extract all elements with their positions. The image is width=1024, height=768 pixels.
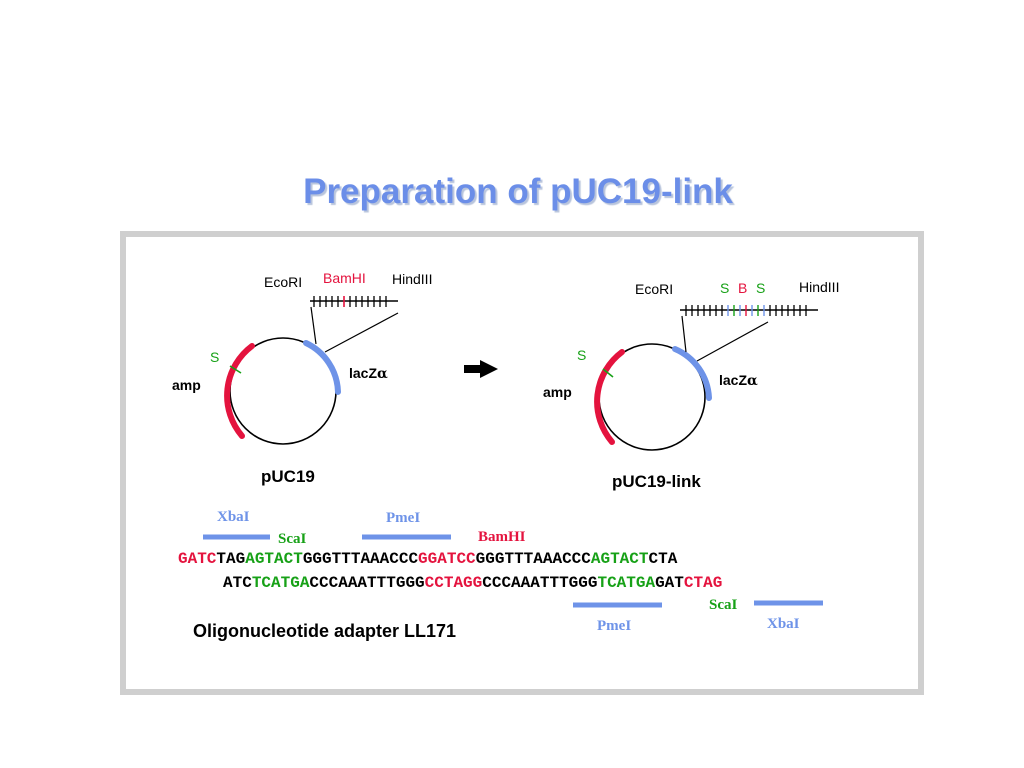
bottom-pmei-label: PmeI xyxy=(597,618,631,634)
transition-arrow xyxy=(464,360,498,378)
adapter-top-strand: GATCTAGAGTACTGGGTTTAAACCCGGATCCGGGTTTAAA… xyxy=(178,550,678,568)
top_strand-segment: CTA xyxy=(648,550,677,568)
left-plasmid-name: pUC19 xyxy=(261,467,315,486)
top-pmei-label: PmeI xyxy=(386,510,420,526)
left-amp-label: amp xyxy=(172,377,201,393)
top_strand-segment: GATC xyxy=(178,550,217,568)
left-lacz-label: lacZα xyxy=(349,365,388,382)
top_strand-segment: TAG xyxy=(216,550,245,568)
top-scai-label: ScaI xyxy=(278,531,307,547)
bottom_strand-segment: CCTAGG xyxy=(425,574,483,592)
bottom_strand-segment: TCATGA xyxy=(597,574,655,592)
left-scai-label: S xyxy=(210,349,219,365)
bottom_strand-segment: ATC xyxy=(223,574,252,592)
top-bamhi-label: BamHI xyxy=(478,529,526,545)
bottom_strand-segment: CCCAAATTTGGG xyxy=(309,574,424,592)
left-lacz-arc xyxy=(303,340,341,395)
left-bamhi-label: BamHI xyxy=(323,270,366,286)
left-mcs-connector-b xyxy=(324,312,399,353)
bottom-scai-label: ScaI xyxy=(709,597,738,613)
content-frame xyxy=(120,231,924,695)
bottom_strand-segment: CCCAAATTTGGG xyxy=(482,574,597,592)
adapter-bottom-strand: ATCTCATGACCCAAATTTGGGCCTAGGCCCAAATTTGGGT… xyxy=(223,574,722,592)
left-hindiii-label: HindIII xyxy=(392,271,432,287)
right-mcs-scai-1: S xyxy=(720,280,729,296)
right-ecori-label: EcoRI xyxy=(635,281,673,297)
adapter-section: XbaI ScaI PmeI BamHI GATCTAGAGTACTGGGTTT… xyxy=(178,509,823,641)
bottom-xbai-label: XbaI xyxy=(767,616,800,632)
right-lacz-arc xyxy=(672,346,712,401)
left-plasmid: S amp lacZα EcoRI BamHI HindIII pUC19 xyxy=(172,270,432,486)
top_strand-segment: GGGTTTAAACCC xyxy=(303,550,419,568)
right-lacz-label: lacZα xyxy=(719,372,758,389)
right-mcs-ticks xyxy=(685,305,807,316)
right-amp-arc xyxy=(594,349,625,445)
right-linker-ticks xyxy=(727,305,765,316)
top_strand-segment: GGATCC xyxy=(418,550,476,568)
bottom_strand-segment: GAT xyxy=(655,574,684,592)
left-ecori-label: EcoRI xyxy=(264,274,302,290)
right-scai-tick xyxy=(602,368,614,378)
right-plasmid-name: pUC19-link xyxy=(612,472,701,491)
top_strand-segment: AGTACT xyxy=(245,550,303,568)
slide-title: Preparation of pUC19-link xyxy=(303,172,733,211)
bottom_strand-segment: TCATGA xyxy=(252,574,310,592)
right-hindiii-label: HindIII xyxy=(799,279,839,295)
top_strand-segment: AGTACT xyxy=(591,550,649,568)
right-scai-label: S xyxy=(577,347,586,363)
bottom_strand-segment: CTAG xyxy=(684,574,722,592)
right-mcs-scai-2: S xyxy=(756,280,765,296)
right-amp-label: amp xyxy=(543,384,572,400)
left-amp-arc xyxy=(224,343,255,439)
left-scai-tick xyxy=(229,365,242,374)
left-mcs-ticks xyxy=(313,296,387,307)
right-mcs-connector-b xyxy=(696,321,769,362)
right-mcs-connector-a xyxy=(681,315,687,353)
right-mcs-bamhi: B xyxy=(738,280,747,296)
adapter-name: Oligonucleotide adapter LL171 xyxy=(193,621,456,641)
left-mcs-connector-a xyxy=(310,306,317,345)
top-xbai-label: XbaI xyxy=(217,509,250,525)
right-plasmid: S amp lacZα EcoRI S B S Hin xyxy=(543,279,839,491)
top_strand-segment: GGGTTTAAACCC xyxy=(476,550,592,568)
